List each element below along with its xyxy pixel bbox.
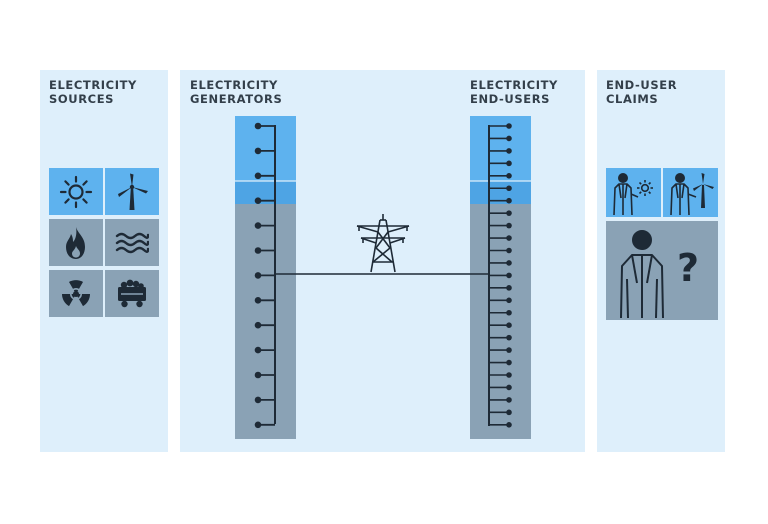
- generator-node: [254, 147, 262, 155]
- endusers-renewable-block-lower: [470, 181, 531, 204]
- enduser-node: [506, 334, 512, 341]
- generator-node: [254, 122, 262, 130]
- generator-node: [254, 247, 262, 254]
- unknown-source-mark: ?: [677, 246, 699, 290]
- wind-tile: [105, 168, 159, 215]
- enduser-node: [506, 297, 512, 304]
- generator-node: [254, 421, 262, 429]
- person-unknown-icon: ?: [620, 230, 699, 319]
- sun-icon: [59, 175, 93, 208]
- person-with-sun-icon: [613, 173, 653, 216]
- enduser-node: [506, 197, 512, 204]
- generator-connections: [254, 122, 275, 429]
- generator-node: [254, 396, 262, 404]
- enduser-node: [506, 247, 512, 254]
- nuclear-tile: [49, 270, 103, 317]
- enduser-node: [506, 135, 512, 142]
- endusers-title: ELECTRICITY END-USERS: [470, 78, 558, 106]
- enduser-node: [506, 123, 512, 129]
- coal-tile: [105, 270, 159, 317]
- generator-node: [254, 222, 262, 229]
- enduser-node: [506, 148, 512, 154]
- sun-tile: [49, 168, 103, 215]
- enduser-node: [506, 235, 512, 241]
- enduser-node: [506, 160, 512, 167]
- generator-node: [254, 321, 262, 329]
- generator-node: [254, 371, 262, 379]
- enduser-node: [506, 222, 512, 229]
- transmission-tower-icon: [356, 214, 410, 273]
- enduser-node: [506, 422, 512, 428]
- solar-claim-tile: [606, 168, 661, 217]
- enduser-node: [506, 372, 512, 378]
- enduser-node: [506, 359, 512, 366]
- wind-claim-tile: [663, 168, 718, 217]
- generator-node: [254, 172, 262, 180]
- coal-cart-icon: [118, 279, 146, 307]
- enduser-node: [506, 409, 512, 416]
- enduser-node: [506, 210, 512, 216]
- enduser-node: [506, 272, 512, 279]
- endusers-renewable-block: [470, 116, 531, 181]
- enduser-node: [506, 397, 512, 403]
- generators-title: ELECTRICITY GENERATORS: [190, 78, 283, 106]
- enduser-node: [506, 260, 512, 266]
- generators-renewable-block-lower: [235, 181, 296, 204]
- endusers-conventional-block: [470, 204, 531, 439]
- wind-turbine-icon: [118, 173, 148, 210]
- generator-node: [254, 272, 262, 279]
- enduser-node: [506, 285, 512, 291]
- enduser-node: [506, 347, 512, 353]
- enduser-node: [506, 384, 512, 391]
- sources-panel: ELECTRICITY SOURCES: [40, 70, 168, 452]
- enduser-node: [506, 309, 512, 316]
- hydro-tile: [105, 219, 159, 266]
- generator-node: [254, 197, 262, 204]
- generators-conventional-block: [235, 204, 296, 439]
- claims-panel: END-USER CLAIMS: [597, 70, 725, 452]
- enduser-node: [506, 322, 512, 329]
- enduser-node: [506, 185, 512, 192]
- sources-title: ELECTRICITY SOURCES: [49, 78, 137, 106]
- person-with-wind-icon: [670, 173, 714, 216]
- unknown-claim-tile: ?: [606, 221, 718, 320]
- waves-icon: [115, 232, 149, 253]
- enduser-connections: [489, 123, 512, 428]
- generator-node: [254, 297, 262, 304]
- radiation-icon: [62, 279, 90, 306]
- gas-tile: [49, 219, 103, 266]
- enduser-node: [506, 173, 512, 179]
- flame-icon: [66, 226, 85, 259]
- claims-title: END-USER CLAIMS: [606, 78, 678, 106]
- generator-node: [254, 346, 262, 354]
